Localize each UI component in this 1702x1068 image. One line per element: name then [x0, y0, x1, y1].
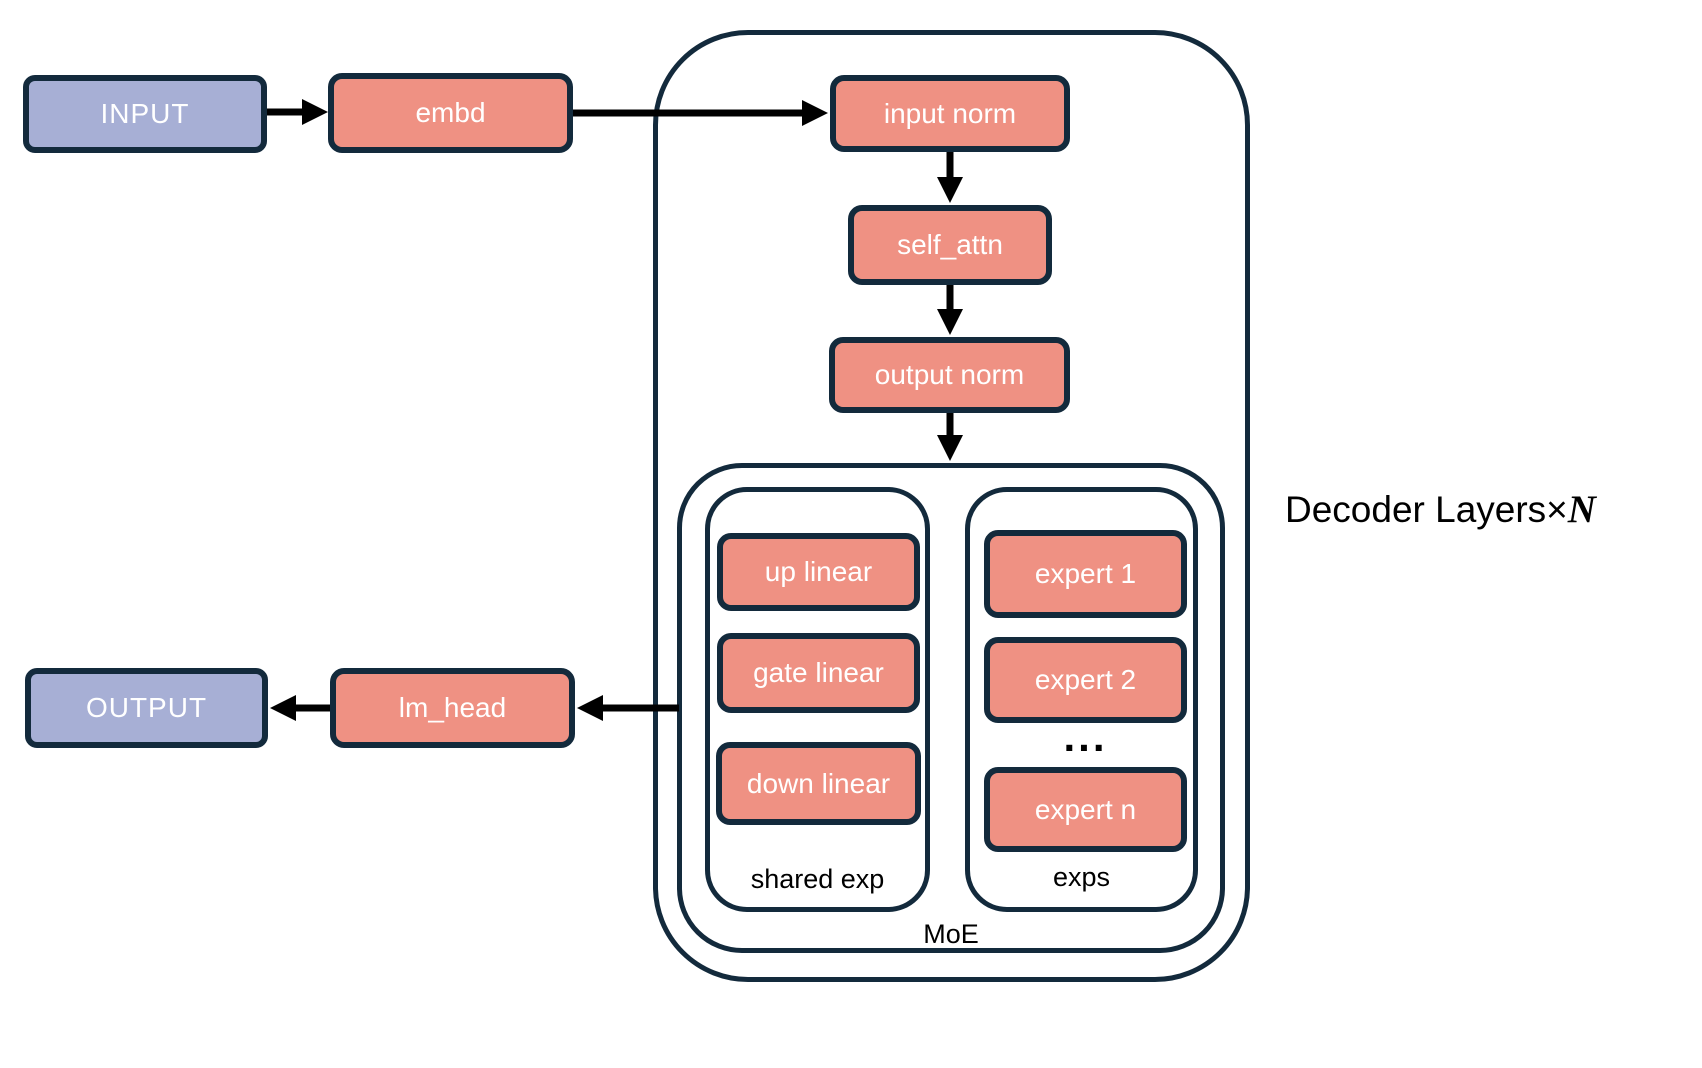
- gate-linear-node: gate linear: [717, 633, 920, 713]
- experts-container: [965, 487, 1198, 912]
- lm-head-node: lm_head: [330, 668, 575, 748]
- arrow-lm-head-to-output: [270, 695, 332, 721]
- shared-exp-label: shared exp: [750, 864, 885, 894]
- up-linear-node: up linear: [717, 533, 920, 611]
- decoder-layers-label: Decoder Layers×N: [1285, 490, 1596, 529]
- exps-label: exps: [1052, 862, 1111, 892]
- down-linear-node: down linear: [716, 742, 921, 825]
- embd-node: embd: [328, 73, 573, 153]
- input-norm-node: input norm: [830, 75, 1070, 152]
- output-norm-node: output norm: [829, 337, 1070, 413]
- expert-1-node: expert 1: [984, 530, 1187, 618]
- decoder-layers-container: [653, 30, 1250, 982]
- arrow-input-to-embd: [266, 99, 328, 125]
- decoder-layers-text: Decoder Layers×: [1285, 489, 1568, 530]
- input-node: INPUT: [23, 75, 267, 153]
- shared-expert-container: [705, 487, 930, 912]
- expert-n-node: expert n: [984, 767, 1187, 852]
- self-attn-node: self_attn: [848, 205, 1052, 285]
- output-node: OUTPUT: [25, 668, 268, 748]
- moe-label: MoE: [923, 919, 979, 949]
- decoder-layers-n: N: [1567, 488, 1596, 531]
- moe-container: [677, 463, 1225, 953]
- experts-ellipsis: ...: [1063, 713, 1108, 760]
- expert-2-node: expert 2: [984, 637, 1187, 723]
